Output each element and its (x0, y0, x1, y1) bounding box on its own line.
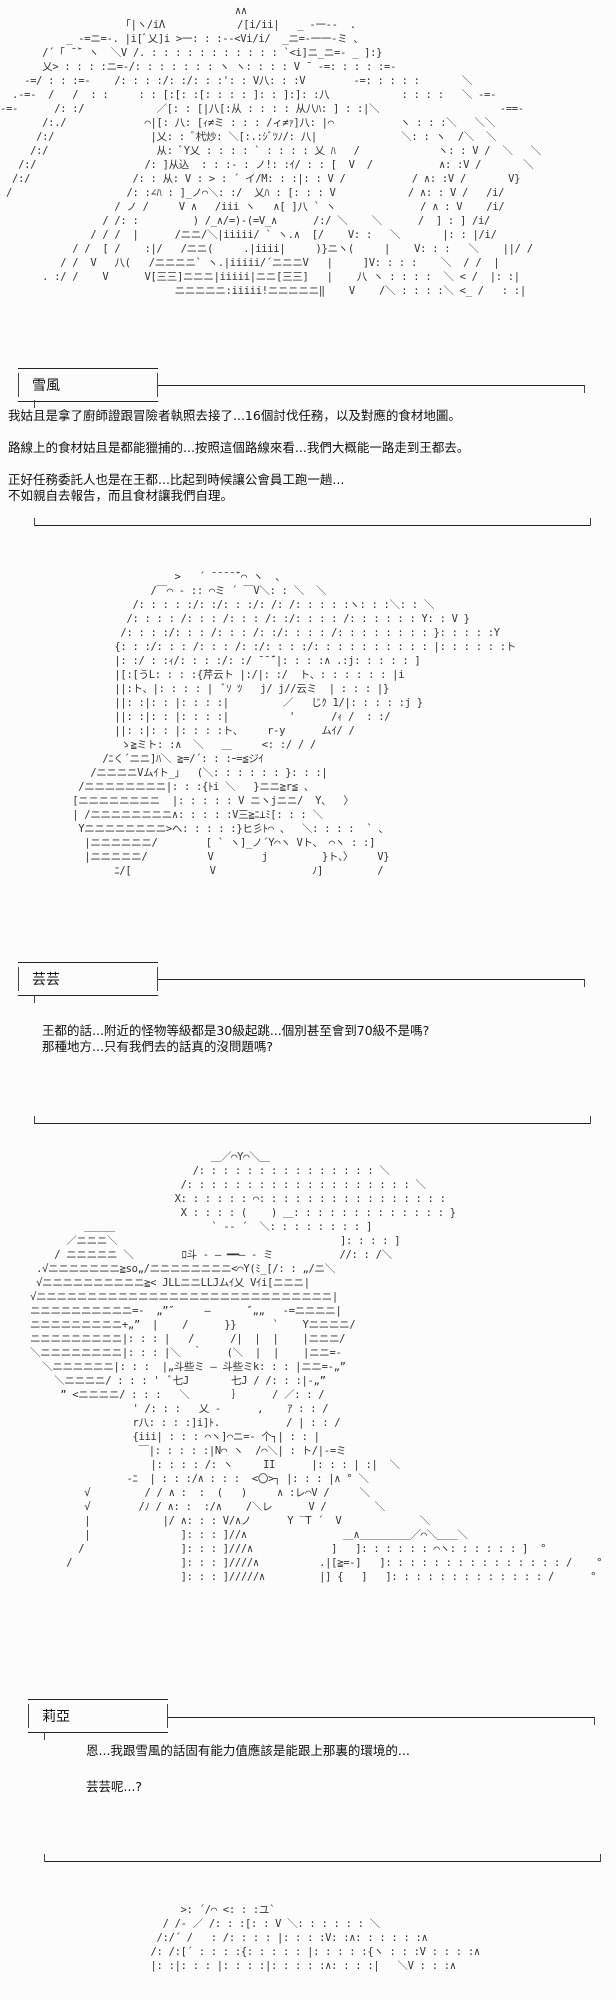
dialog-line: 我姑且是拿了廚師證跟冒險者執照去接了...16個討伐任務，以及對應的食材地圖。 (8, 408, 461, 423)
dialog-line: 王都的話...附近的怪物等級都是30級起跳...個別甚至會到70級不是嗎? (42, 1023, 430, 1038)
dialog-tick (590, 1116, 591, 1124)
ascii-art-scene-2: > ´ ̄ ̄ ̄ ̄ ̄`⌒ ヽ 、 /￣⌒ ‐ :: ⌒ミ ´ ￣V＼: :… (72, 571, 517, 877)
speaker-name: 莉亞 (42, 1709, 70, 1725)
speaker-box-yunyun: 芸芸 (18, 962, 158, 996)
dialog-top-line (158, 979, 584, 980)
dialog-tick (590, 518, 591, 526)
dialog-tick (34, 995, 35, 1003)
dialog-text-scene-3: 恩...我跟雪風的話固有能力值應該是能跟上那裏的環境的... 芸芸呢...? (86, 1742, 410, 1796)
dialog-tick (34, 1116, 35, 1124)
dialog-line: 正好任務委託人也是在王都...比起到時候讓公會員工跑一趟... (8, 472, 345, 487)
dialog-top-line (158, 385, 584, 386)
dialog-tick (584, 979, 585, 987)
speaker-box-xuefeng: 雪風 (18, 368, 158, 402)
dialog-line: 芸芸呢...? (86, 1779, 143, 1794)
speaker-name: 雪風 (32, 378, 60, 394)
dialog-top-line (168, 1717, 594, 1718)
dialog-text-scene-1: 我姑且是拿了廚師證跟冒險者執照去接了...16個討伐任務，以及對應的食材地圖。 … (8, 408, 469, 504)
speaker-box-lia: 莉亞 (28, 1699, 168, 1733)
dialog-tick (594, 1717, 595, 1725)
dialog-line: 不如親自去報告，而且食材讓我們自理。 (8, 488, 234, 503)
dialog-bottom-line (34, 1123, 590, 1124)
dialog-line: 恩...我跟雪風的話固有能力值應該是能跟上那裏的環境的... (86, 1743, 410, 1758)
dialog-tick (600, 1854, 601, 1862)
dialog-tick (584, 385, 585, 393)
dialog-line: 路線上的食材姑且是都能獵捕的...按照這個路線來看...我們大概能一路走到王都去… (8, 440, 470, 455)
dialog-tick (34, 400, 35, 408)
dialog-bottom-line (44, 1861, 600, 1862)
dialog-tick (44, 1732, 45, 1740)
speaker-name: 芸芸 (32, 972, 60, 988)
dialog-tick (34, 518, 35, 526)
dialog-line: 那種地方...只有我們去的話真的沒問題嗎? (42, 1039, 274, 1054)
dialog-tick (44, 1854, 45, 1862)
ascii-art-scene-3: ＿／⌒Y⌒＼＿ /: : : : : : : : : : : : : : : ＼… (30, 1151, 603, 1583)
ascii-art-scene-1: ∧∧ 「|ヽ/iΛ /[i/ii| _ -一‐- . _ -=ニ=-. |i[ﾞ… (0, 5, 541, 297)
dialog-bottom-line (34, 525, 590, 526)
dialog-text-scene-2: 王都的話...附近的怪物等級都是30級起跳...個別甚至會到70級不是嗎? 那種… (42, 1023, 429, 1055)
ascii-art-scene-4: >: ´/⌒ <: : :ユ` / /‐ ／ /: : :[: : V ＼: :… (150, 1904, 481, 1972)
